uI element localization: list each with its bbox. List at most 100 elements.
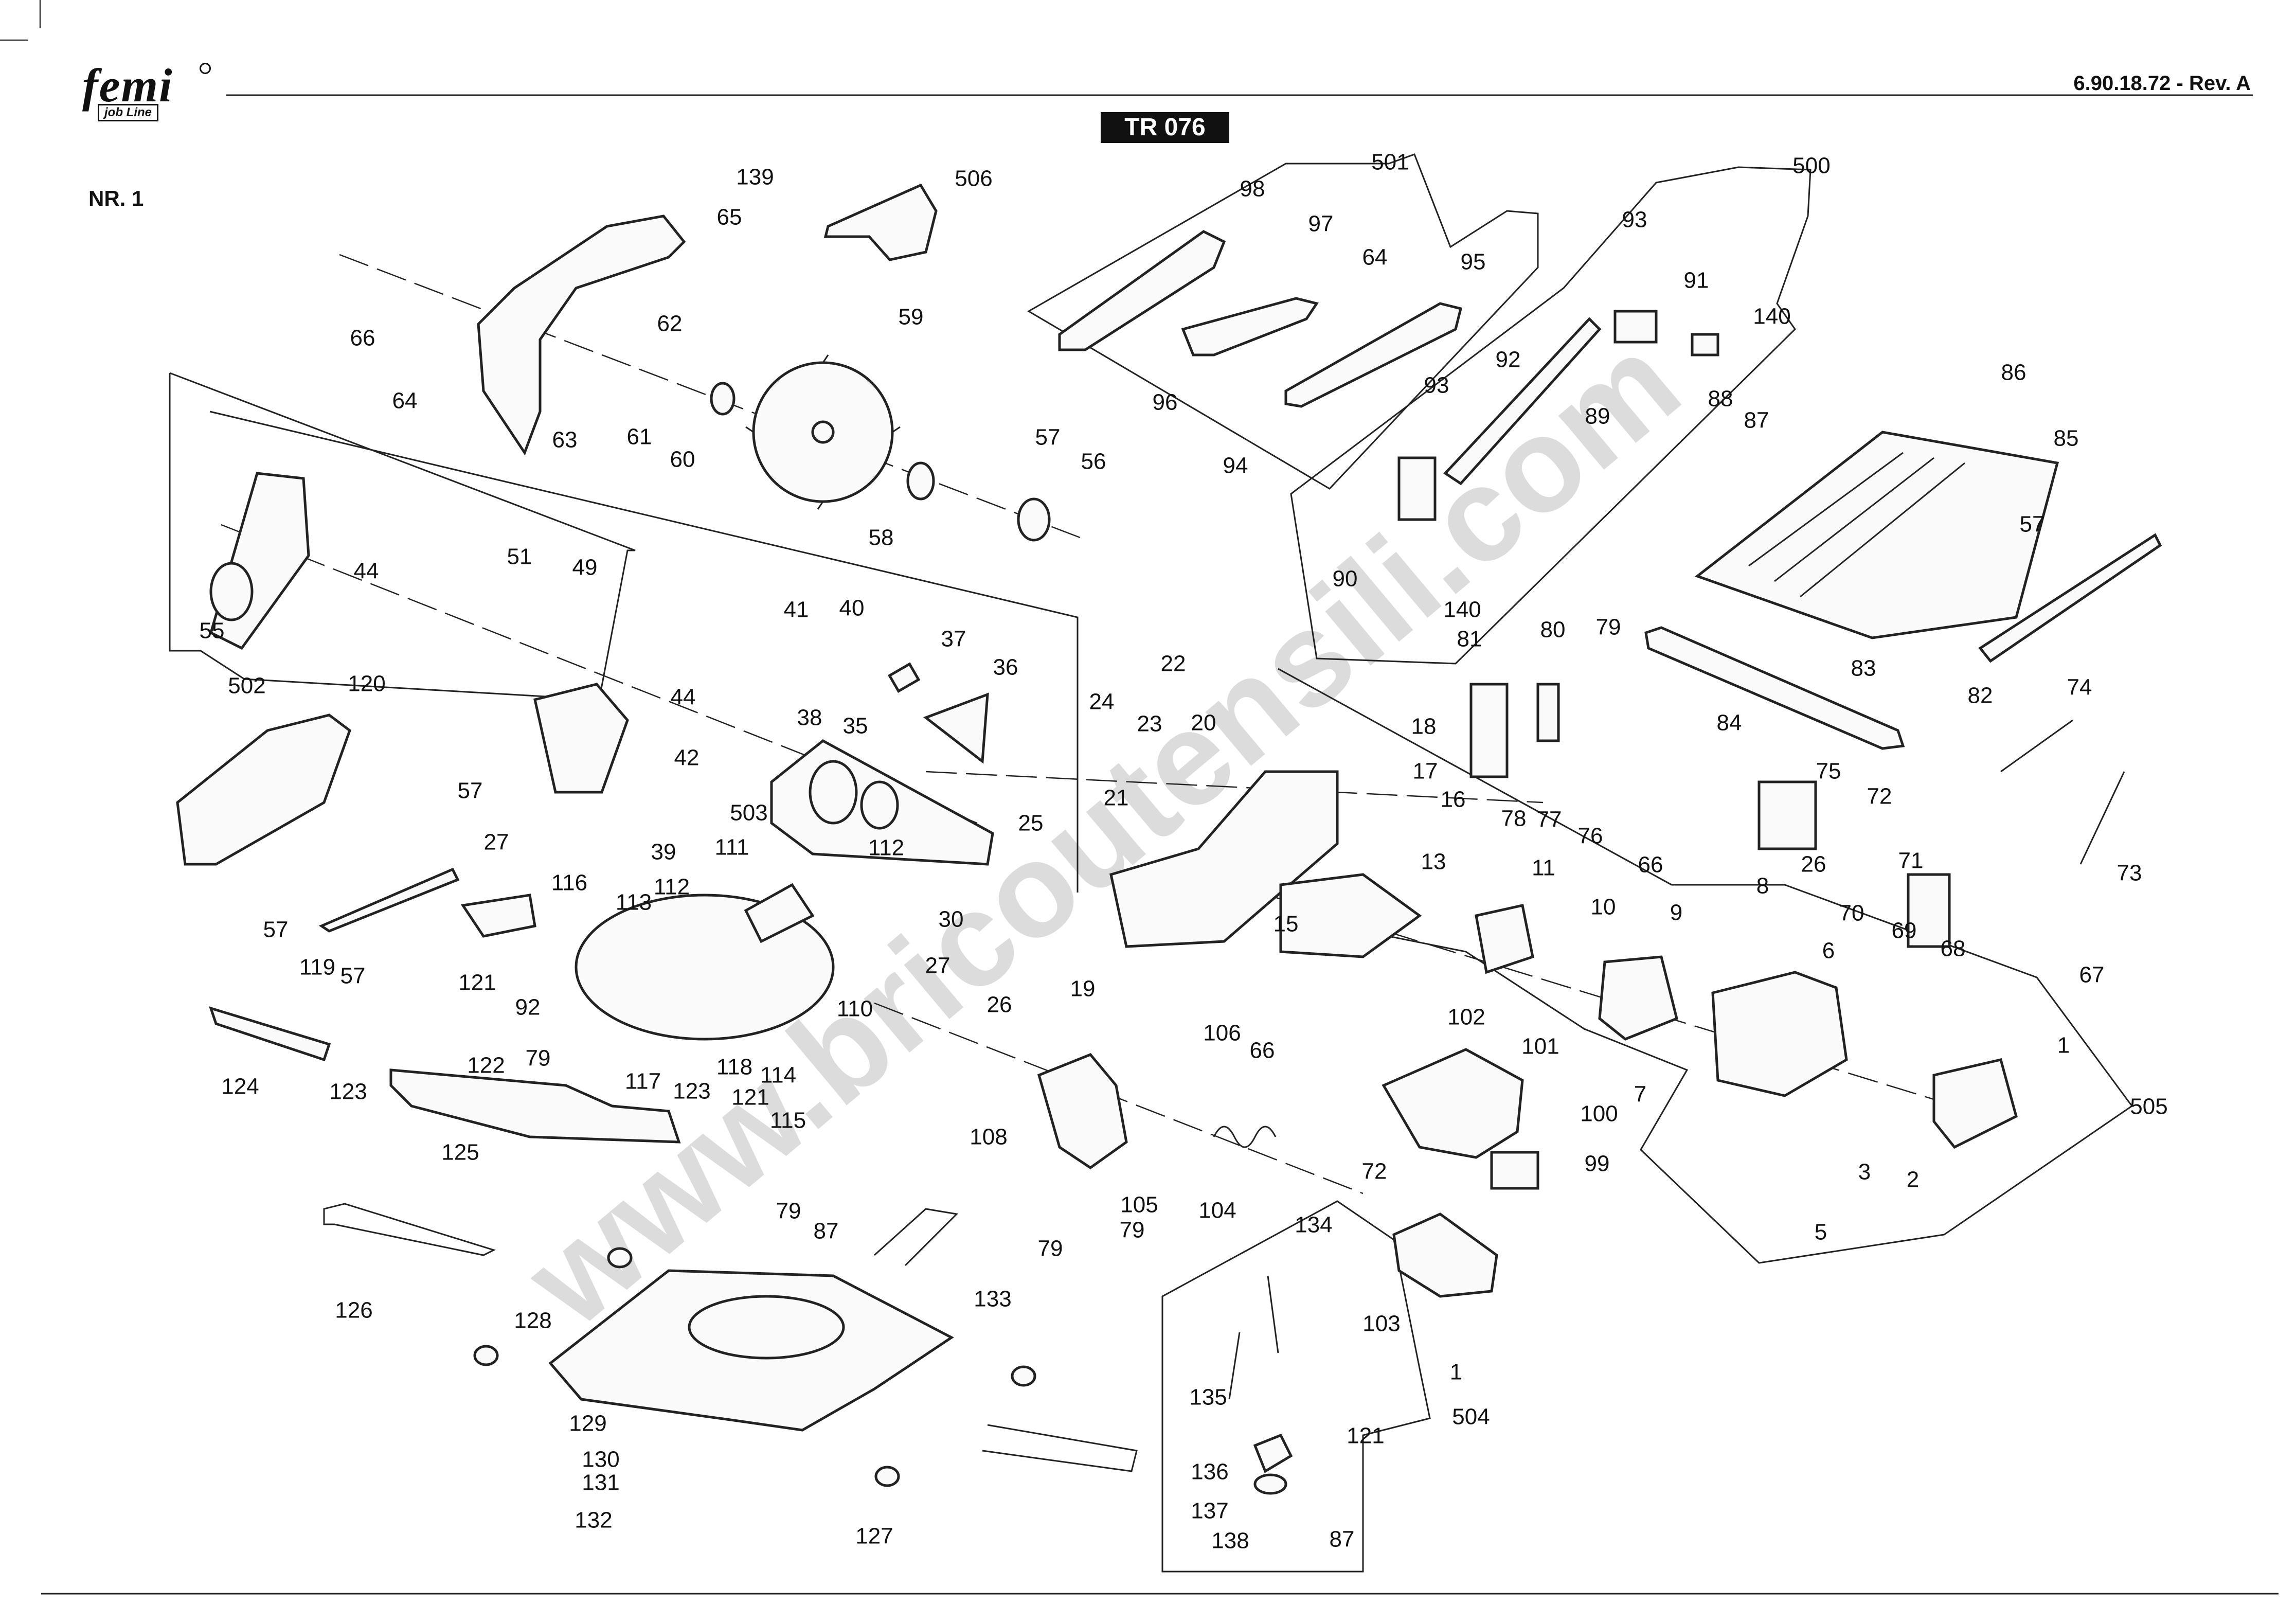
part-label-17: 17 [1413, 759, 1438, 784]
part-label-112: 112 [868, 835, 904, 861]
part-label-110: 110 [837, 996, 873, 1022]
part-label-85: 85 [2054, 426, 2079, 451]
part-label-79: 79 [1596, 615, 1621, 640]
part-label-69: 69 [1892, 918, 1917, 943]
part-label-501: 501 [1371, 150, 1409, 175]
part-label-135: 135 [1189, 1385, 1227, 1410]
part-label-7: 7 [1634, 1082, 1646, 1107]
part-label-66: 66 [1638, 852, 1663, 878]
part-label-87: 87 [1330, 1527, 1355, 1552]
part-label-97: 97 [1308, 211, 1334, 237]
registered-mark [200, 63, 211, 74]
part-label-129: 129 [569, 1411, 606, 1436]
part-label-72: 72 [1362, 1159, 1387, 1184]
part-label-92: 92 [1496, 347, 1521, 372]
doc-code: 6.90.18.72 - Rev. A [2073, 72, 2251, 95]
part-label-41: 41 [784, 597, 809, 622]
part-label-134: 134 [1295, 1212, 1332, 1238]
part-label-65: 65 [717, 205, 742, 230]
part-label-19: 19 [1070, 976, 1096, 1002]
part-label-40: 40 [839, 596, 865, 621]
part-label-116: 116 [551, 870, 587, 896]
part-label-3: 3 [1858, 1160, 1871, 1185]
part-label-20: 20 [1191, 710, 1216, 736]
part-label-138: 138 [1211, 1528, 1249, 1554]
part-label-64: 64 [392, 388, 418, 414]
part-label-99: 99 [1585, 1151, 1610, 1176]
part-label-55: 55 [200, 618, 225, 644]
part-label-64: 64 [1362, 245, 1388, 270]
group-outlines [169, 153, 2133, 1573]
part-label-75: 75 [1816, 759, 1841, 784]
part-label-81: 81 [1457, 627, 1482, 652]
part-label-57: 57 [2020, 512, 2045, 537]
part-label-125: 125 [441, 1140, 479, 1165]
part-label-80: 80 [1540, 617, 1566, 643]
part-label-61: 61 [627, 424, 652, 450]
model-badge: TR 076 [1101, 112, 1229, 143]
part-label-13: 13 [1421, 849, 1446, 875]
part-drawings [176, 183, 2162, 1495]
part-label-5: 5 [1815, 1220, 1827, 1245]
part-label-133: 133 [974, 1287, 1011, 1312]
part-label-27: 27 [925, 953, 950, 978]
part-label-136: 136 [1191, 1459, 1228, 1485]
part-label-94: 94 [1223, 453, 1248, 478]
part-label-35: 35 [843, 714, 868, 739]
part-label-140: 140 [1753, 304, 1790, 329]
part-label-505: 505 [2130, 1094, 2167, 1119]
part-label-56: 56 [1081, 449, 1106, 474]
part-label-26: 26 [987, 992, 1012, 1018]
part-label-104: 104 [1198, 1198, 1236, 1223]
part-label-79: 79 [1038, 1236, 1063, 1261]
part-label-18: 18 [1411, 714, 1437, 739]
brand-logo-main: femi [82, 59, 173, 112]
part-label-84: 84 [1717, 710, 1742, 736]
part-label-105: 105 [1120, 1192, 1158, 1218]
part-label-51: 51 [507, 544, 532, 569]
part-label-127: 127 [855, 1524, 893, 1549]
part-label-503: 503 [730, 800, 767, 826]
part-label-2: 2 [1907, 1167, 1919, 1192]
part-label-123: 123 [329, 1079, 367, 1104]
part-label-39: 39 [651, 840, 676, 865]
part-label-76: 76 [1578, 824, 1603, 849]
part-label-86: 86 [2001, 360, 2026, 385]
part-label-16: 16 [1441, 787, 1466, 812]
part-label-77: 77 [1537, 807, 1562, 832]
part-label-78: 78 [1501, 806, 1527, 831]
part-label-115: 115 [770, 1108, 806, 1133]
part-label-60: 60 [670, 447, 695, 472]
part-label-44: 44 [354, 559, 379, 584]
part-label-30: 30 [939, 907, 964, 932]
part-label-137: 137 [1191, 1499, 1228, 1524]
part-label-74: 74 [2067, 675, 2092, 700]
part-label-124: 124 [221, 1074, 259, 1099]
part-label-57: 57 [340, 964, 366, 989]
part-label-57: 57 [1035, 425, 1061, 450]
part-label-57: 57 [458, 778, 483, 804]
part-label-118: 118 [716, 1055, 752, 1080]
part-label-504: 504 [1452, 1404, 1490, 1430]
part-label-139: 139 [736, 165, 774, 190]
part-label-79: 79 [1120, 1218, 1145, 1243]
part-label-44: 44 [671, 685, 696, 710]
part-label-117: 117 [625, 1069, 661, 1094]
part-label-111: 111 [715, 835, 749, 860]
part-label-73: 73 [2117, 861, 2142, 886]
part-label-79: 79 [776, 1199, 801, 1224]
crop-marks [0, 0, 41, 41]
part-label-88: 88 [1708, 386, 1733, 412]
part-label-71: 71 [1898, 848, 1924, 873]
part-label-131: 131 [582, 1470, 619, 1495]
sheet-label: NR. 1 [88, 186, 144, 210]
part-label-119: 119 [299, 955, 335, 980]
part-label-59: 59 [899, 305, 924, 330]
brand-logo-sub: job Line [98, 104, 158, 121]
part-label-500: 500 [1792, 153, 1830, 179]
part-label-82: 82 [1968, 683, 1993, 708]
part-label-63: 63 [552, 427, 578, 453]
part-label-91: 91 [1684, 268, 1709, 293]
part-label-102: 102 [1447, 1005, 1485, 1030]
